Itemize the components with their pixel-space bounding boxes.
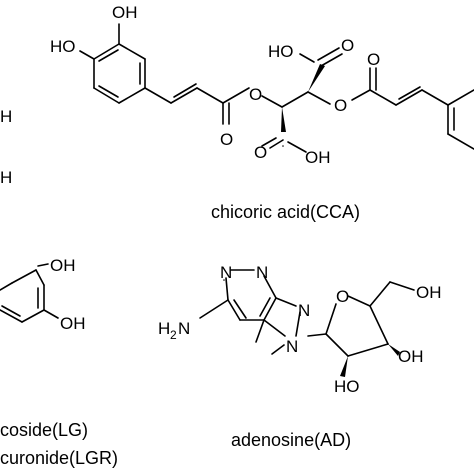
lg-oh-bottom: OH bbox=[60, 314, 86, 333]
cca-ho-acid-top: HO bbox=[268, 42, 294, 61]
ad-h2n-n: N bbox=[178, 319, 190, 338]
ad-oh-3: OH bbox=[398, 347, 424, 366]
cca-left-ring bbox=[93, 43, 146, 104]
cca-caption: chicoric acid(CCA) bbox=[211, 202, 360, 222]
lgr-caption: curonide(LGR) bbox=[0, 448, 118, 468]
lg-structure: OH OH coside(LG) curonide(LGR) bbox=[0, 256, 118, 468]
cca-o-carbonyl2: O bbox=[367, 50, 380, 69]
left-h-1: H bbox=[0, 107, 12, 126]
ad-ring-o: O bbox=[336, 287, 349, 306]
cca-o-carbonyl1: O bbox=[220, 130, 233, 149]
ad-oh-ch2: OH bbox=[416, 283, 442, 302]
adenosine-structure: N N N N H 2 N O OH OH HO adenosine(AD) bbox=[158, 263, 442, 450]
left-partial-structure: H H bbox=[0, 107, 12, 187]
cca-o-acid-bottom: O bbox=[254, 143, 267, 162]
cca-oh-top: OH bbox=[112, 3, 138, 22]
ad-n3: N bbox=[256, 263, 268, 282]
ad-h2n-h: H bbox=[158, 319, 170, 338]
lg-caption: coside(LG) bbox=[0, 420, 88, 440]
cca-o-acid-top: O bbox=[341, 36, 354, 55]
ad-n1: N bbox=[220, 263, 232, 282]
ad-n9: N bbox=[286, 337, 298, 356]
cca-ho-left: HO bbox=[50, 37, 76, 56]
cca-o-ester2: O bbox=[334, 96, 347, 115]
ad-ho-2: HO bbox=[334, 377, 360, 396]
chicoric-acid-structure: OH HO O O HO O O O O OH chicoric acid(CC… bbox=[50, 3, 474, 222]
left-h-2: H bbox=[0, 168, 12, 187]
cca-o-ester1: O bbox=[249, 85, 262, 104]
ad-caption: adenosine(AD) bbox=[231, 430, 351, 450]
cca-oh-acid-bottom: OH bbox=[305, 148, 331, 167]
lg-oh-top: OH bbox=[50, 256, 76, 275]
ad-h2n-sub: 2 bbox=[170, 328, 177, 342]
ad-n7: N bbox=[298, 301, 310, 320]
